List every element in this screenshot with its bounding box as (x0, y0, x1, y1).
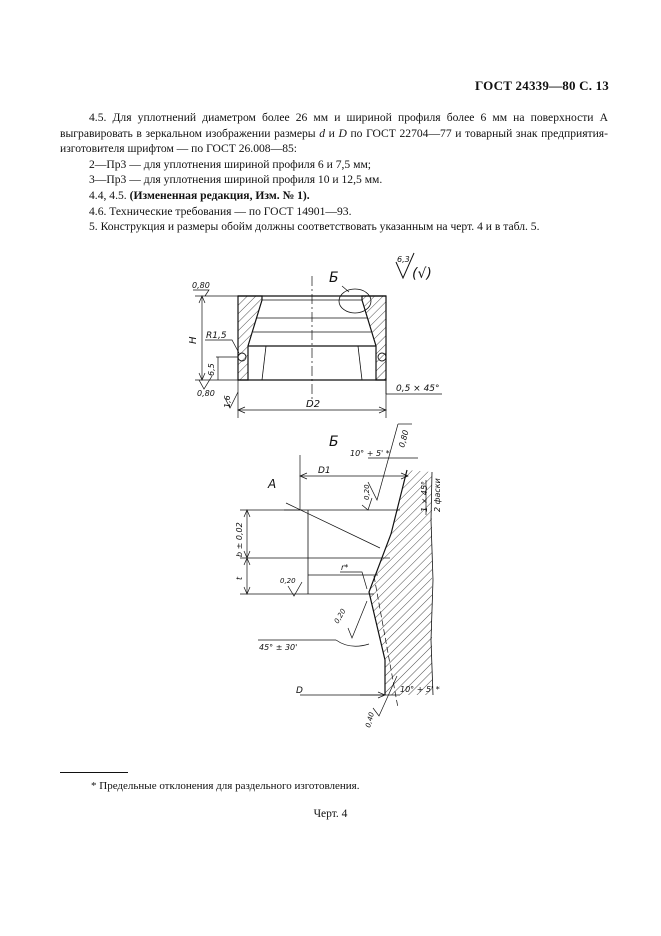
p1-and: и (325, 126, 339, 140)
p1-symbol-d: d (319, 126, 325, 140)
detail-roughness-top-value: 0,80 (397, 429, 410, 449)
dim-65-label: 6,5 (207, 363, 216, 376)
page-header: ГОСТ 24339—80 С. 13 (475, 78, 609, 93)
dim-D-label: D (296, 686, 303, 696)
dim-16-label: 1,6 (223, 395, 232, 408)
detail-roughness-top (367, 423, 399, 501)
detail-roughness-020b-value: 0,20 (280, 577, 296, 585)
figure-caption: Черт. 4 (313, 808, 348, 820)
chamfer-detail-label: 1 × 45° (420, 481, 429, 512)
detail-b-circle (338, 288, 372, 314)
detail-view-label: Б (329, 434, 339, 450)
paragraph-amendment: 4.4, 4.5. (Измененная редакция, Изм. № 1… (60, 188, 608, 204)
detail-roughness-bottom (372, 675, 398, 717)
r-top-leader (193, 289, 210, 297)
dim-r-label: r* (341, 563, 348, 572)
roughness-top-value: 0,80 (192, 281, 210, 290)
dim-arrows-t (243, 557, 251, 595)
dim-arrows-H (198, 295, 206, 381)
inner-right-taper (357, 345, 363, 381)
angle-top-label: 10° + 5' * (350, 449, 390, 458)
roughness-paren: (√) (412, 266, 432, 282)
p1-text-a: 4.5. Для уплотнений диаметром более 26 м… (60, 111, 608, 140)
footnote-rule (60, 772, 128, 773)
detail-view (299, 455, 434, 696)
dim-D2-label: D2 (306, 399, 320, 410)
roughness-value: 6,3 (397, 255, 410, 264)
paragraph-2-pr3: 2—Пр3 — для уплотнения шириной профиля 6… (89, 157, 372, 171)
roughness-bottom-value: 0,80 (197, 389, 215, 398)
detail-dimensions (240, 423, 427, 717)
chamfer-label: 0,5 × 45° (396, 384, 440, 394)
left-wall-section (237, 295, 263, 381)
p1-symbol-D: D (338, 126, 347, 140)
inner-left-taper (261, 345, 267, 381)
roughness-main-symbol (395, 252, 415, 280)
angle-45-arc (335, 639, 370, 647)
detail-break-line (430, 471, 434, 696)
detail-roughness-020c-value: 0,20 (333, 607, 348, 625)
dim-D1-label: D1 (318, 466, 331, 476)
amendment-note: (Измененная редакция, Изм. № 1). (129, 188, 310, 202)
detail-roughness-020b (287, 581, 303, 597)
right-wall-section (361, 295, 387, 381)
footnote: * Предельные отклонения для раздельного … (91, 780, 360, 792)
dim-H-label: H (188, 336, 199, 344)
detail-hatched-material (369, 470, 432, 695)
body-text: 4.5. Для уплотнений диаметром более 26 м… (60, 110, 608, 235)
paragraph-4-6: 4.6. Технические требования — по ГОСТ 14… (89, 204, 352, 218)
groove-right (377, 352, 387, 362)
dim-b-label: b ± 0,02 (235, 522, 244, 557)
detail-roughness-020a-value: 0,20 (363, 484, 371, 500)
bottom-angle-line (373, 575, 399, 709)
paragraph-3-pr3: 3—Пр3 — для уплотнения шириной профиля 1… (89, 173, 383, 187)
dim-arrows-D2 (237, 406, 387, 414)
angle-bottom-label: 10° + 5' * (400, 685, 440, 694)
detail-roughness-020a (361, 497, 373, 511)
dim-R-label: R1,5 (206, 331, 227, 341)
chamfer-detail-count: 2 фаски (433, 478, 442, 512)
detail-roughness-020c (347, 600, 368, 639)
detail-roughness-bottom-value: 0,40 (364, 711, 376, 729)
detail-profile (368, 469, 408, 695)
r-leader (205, 339, 240, 354)
amendment-ref: 4.4, 4.5. (89, 188, 130, 202)
view-b-label: Б (329, 270, 339, 286)
roughness-bottom (198, 375, 213, 390)
dim-arrows-D1 (299, 472, 409, 480)
paragraph-5: 5. Конструкция и размеры обойм должны со… (89, 220, 540, 234)
angle-45-label: 45° ± 30' (259, 643, 297, 652)
section-dimensions (193, 252, 442, 418)
label-A: А (267, 477, 276, 491)
dim-t-label: t (235, 576, 244, 580)
paragraph-4-5: 4.5. Для уплотнений диаметром более 26 м… (60, 110, 608, 157)
chamfer-leader (385, 380, 442, 395)
roughness-16 (224, 391, 239, 409)
detail-b-leader (341, 285, 350, 293)
section-view (237, 276, 387, 402)
p1-text-b: по ГОСТ 22704—77 и товарный знак предпри… (60, 126, 608, 156)
dim-r-leader (340, 571, 368, 590)
